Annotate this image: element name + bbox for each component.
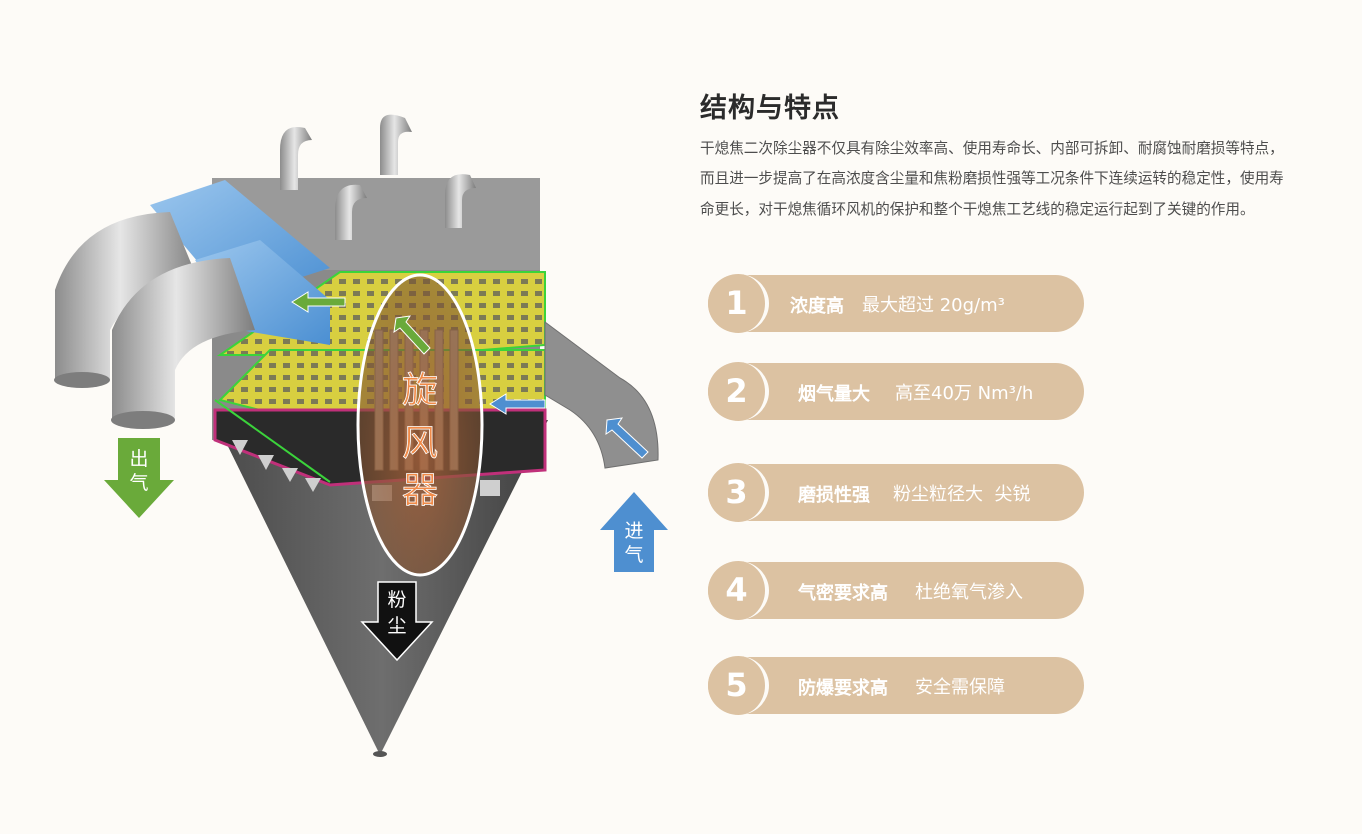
dust-label-2: 尘 [387, 615, 406, 637]
inlet-duct [544, 321, 659, 469]
feature-1: 1 浓度高 最大超过 20g/m³ [708, 274, 1084, 333]
flow-arrow-green-left [291, 291, 346, 313]
green-edge [214, 399, 331, 483]
feature-3-key: 磨损性强 [798, 485, 870, 506]
cyclone-label-1: 旋 [402, 370, 438, 411]
feature-5-value: 安全需保障 [915, 677, 1005, 698]
outlet-elbow-back-base [54, 372, 110, 388]
feature-4: 4 气密要求高 杜绝氧气渗入 [708, 561, 1084, 620]
feature-1-key: 浓度高 [790, 296, 844, 317]
feature-2-key: 烟气量大 [798, 384, 870, 405]
feature-3-value: 粉尘粒径大 尖锐 [893, 484, 1031, 505]
section-title: 结构与特点 [700, 93, 840, 124]
feature-5: 5 防爆要求高 安全需保障 [708, 656, 1084, 715]
outlet-arrow [104, 438, 174, 518]
feature-4-key: 气密要求高 [798, 583, 888, 604]
outlet-label-1: 出 [129, 448, 148, 470]
feature-4-value: 杜绝氧气渗入 [915, 582, 1023, 603]
dust-collector-diagram: 旋 风 器 出 气 进 气 粉 尘 [54, 114, 668, 757]
dust-arrow [360, 581, 434, 662]
vent-pipes [280, 114, 476, 240]
feature-5-number: 5 [708, 656, 769, 715]
outlet-elbow-front [112, 258, 255, 420]
inlet-arrow [600, 492, 668, 572]
cyclone-highlight [356, 273, 484, 577]
hopper-tip [373, 751, 387, 757]
feature-3: 3 磨损性强 粉尘粒径大 尖锐 [708, 463, 1084, 522]
cyclone-label-2: 风 [402, 423, 438, 464]
flow-arrow-blue-diagonal [605, 417, 649, 459]
inlet-label-1: 进 [624, 520, 643, 542]
feature-2-number: 2 [708, 362, 769, 421]
flow-arrow-green-diagonal [393, 315, 431, 355]
section-description: 干熄焦二次除尘器不仅具有除尘效率高、使用寿命长、内部可拆卸、耐腐蚀耐磨损等特点，… [700, 140, 1284, 218]
outlet-label-2: 气 [129, 472, 148, 494]
inlet-label-2: 气 [624, 544, 643, 566]
feature-2-value: 高至40万 Nm³/h [895, 383, 1034, 404]
cyclone-label-3: 器 [402, 470, 438, 511]
feature-1-number: 1 [708, 274, 769, 333]
flow-arrow-blue-left [489, 393, 546, 415]
outlet-elbow-back [55, 212, 200, 380]
feature-4-number: 4 [708, 561, 769, 620]
feature-2: 2 烟气量大 高至40万 Nm³/h [708, 362, 1084, 421]
feature-3-number: 3 [708, 463, 769, 522]
support-feet [232, 440, 500, 501]
feature-5-key: 防爆要求高 [798, 678, 888, 699]
outlet-elbow-front-base [111, 411, 175, 429]
dust-label-1: 粉 [387, 589, 406, 611]
feature-1-value: 最大超过 20g/m³ [862, 295, 1005, 316]
